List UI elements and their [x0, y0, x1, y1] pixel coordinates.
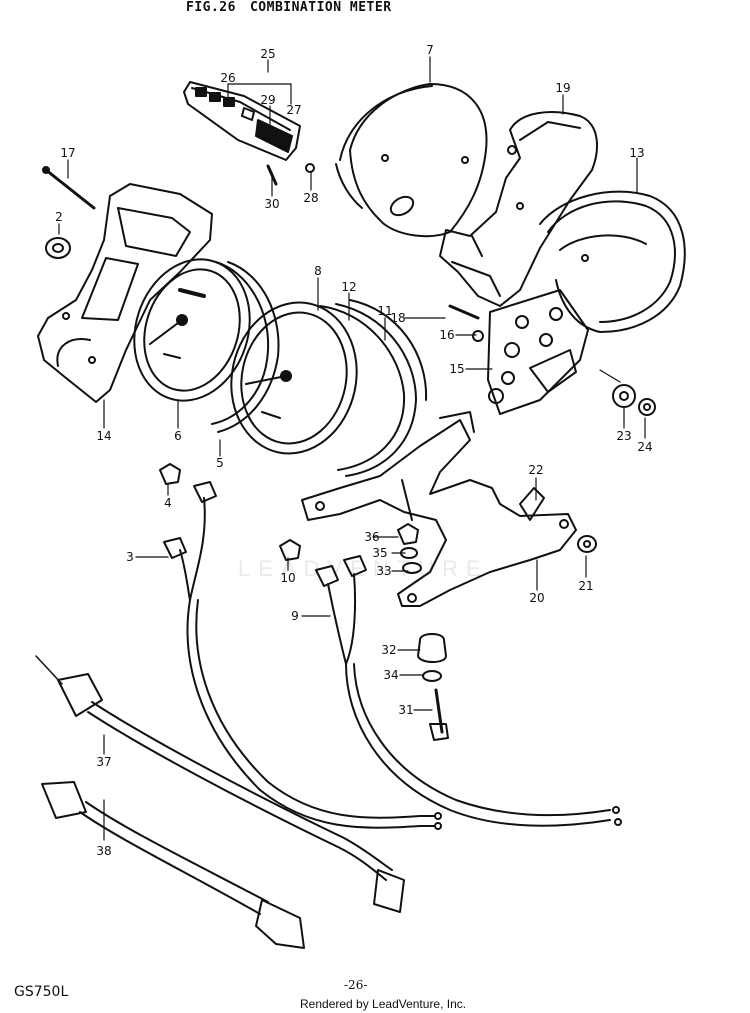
callout-3: 3 [126, 550, 134, 564]
speedometer-cable [41, 781, 305, 949]
callout-37: 37 [96, 755, 112, 769]
callout-19: 19 [555, 81, 571, 95]
callout-18: 18 [390, 311, 406, 325]
figure-number: FIG.26 [186, 0, 236, 15]
callout-17: 17 [60, 146, 76, 160]
callout-12: 12 [341, 280, 357, 294]
indicator-lamp-housing [183, 81, 315, 186]
lamp-harness-right [279, 539, 622, 827]
callout-4: 4 [164, 496, 172, 510]
callout-16: 16 [439, 328, 455, 342]
meter-cover-upper [335, 83, 488, 238]
callout-23: 23 [616, 429, 632, 443]
callout-27: 27 [286, 103, 302, 117]
meter-lower-case [37, 183, 213, 403]
figure-title: FIG.26 COMBINATION METER [186, 0, 406, 15]
callout-14: 14 [96, 429, 112, 443]
lamp-harness-left [159, 463, 442, 830]
rubber-mount-and-bolt [417, 633, 449, 741]
callout-20: 20 [529, 591, 545, 605]
callout-31: 31 [398, 703, 414, 717]
callout-36: 36 [364, 530, 380, 544]
callout-10: 10 [280, 571, 296, 585]
speedometer [230, 299, 428, 477]
clamp-and-washer [519, 487, 597, 553]
callout-26: 26 [220, 71, 236, 85]
callout-38: 38 [96, 844, 112, 858]
callout-6: 6 [174, 429, 182, 443]
model-code: GS750L [14, 984, 69, 1000]
callout-2: 2 [55, 210, 63, 224]
leader-lines [58, 56, 646, 841]
callout-5: 5 [216, 456, 224, 470]
callout-22: 22 [528, 463, 544, 477]
washer-and-nut [612, 384, 656, 416]
callout-34: 34 [383, 668, 399, 682]
bolt-stack-upper [397, 523, 422, 574]
meter-cover-right [539, 190, 686, 333]
callout-30: 30 [264, 197, 280, 211]
page-number: -26- [344, 978, 368, 992]
render-credit: Rendered by LeadVenture, Inc. [300, 997, 467, 1011]
meter-case-bracket [439, 111, 598, 307]
screw-and-grommet [42, 166, 96, 259]
callout-11: 11 [377, 304, 393, 318]
tachometer [133, 258, 280, 433]
callout-28: 28 [303, 191, 319, 205]
callout-29: 29 [260, 93, 276, 107]
bulb-socket-cluster [448, 289, 589, 415]
callout-35: 35 [372, 546, 388, 560]
callout-25: 25 [260, 47, 276, 61]
callout-33: 33 [376, 564, 392, 578]
callout-24: 24 [637, 440, 653, 454]
callout-9: 9 [291, 609, 299, 623]
callout-7: 7 [426, 43, 434, 57]
tachometer-cable [35, 655, 405, 913]
callout-21: 21 [578, 579, 594, 593]
callout-32: 32 [381, 643, 397, 657]
callout-15: 15 [449, 362, 465, 376]
callout-13: 13 [629, 146, 645, 160]
watermark: LEADVENTURE [238, 556, 489, 581]
callout-8: 8 [314, 264, 322, 278]
figure-name: COMBINATION METER [249, 0, 392, 15]
meter-mounting-bracket [301, 411, 577, 607]
